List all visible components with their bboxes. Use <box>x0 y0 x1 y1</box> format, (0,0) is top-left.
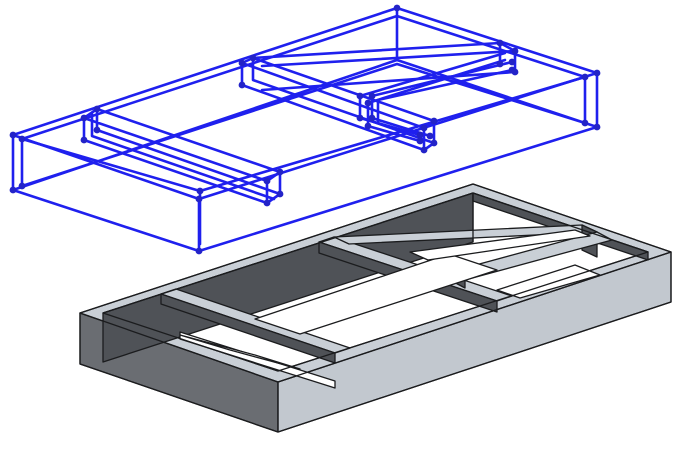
wire-vertex <box>356 114 364 122</box>
wire-vertex <box>368 114 376 122</box>
wire-vertex <box>430 117 438 125</box>
solid-hole-right-a <box>409 229 591 261</box>
wire-vertex <box>511 47 519 55</box>
wire-vertex <box>416 131 424 139</box>
wire-vertex <box>9 186 17 194</box>
wire-vertex <box>581 73 589 81</box>
wire-vertex <box>249 54 257 62</box>
wire-vertex <box>18 135 26 143</box>
wire-vertex <box>80 136 88 144</box>
wire-vertex <box>356 92 364 100</box>
wireframe-vertices <box>9 4 601 255</box>
wire-vertex <box>93 126 101 134</box>
wire-vertex <box>195 247 203 255</box>
wire-beam-left-inner <box>90 112 282 201</box>
wire-vertex <box>593 123 601 131</box>
wire-vertex <box>196 187 204 195</box>
solid-model <box>79 183 672 433</box>
wire-vertex <box>426 132 434 140</box>
wire-vertex <box>508 66 516 74</box>
wire-vertex <box>276 190 284 198</box>
wire-vertex <box>364 122 372 130</box>
solid-hole-center <box>254 253 498 335</box>
wire-vertex <box>9 131 17 139</box>
wire-vertex <box>430 139 438 147</box>
solid-hole-left <box>179 334 301 370</box>
wire-vertex <box>496 60 504 68</box>
wire-vertex <box>263 177 271 185</box>
wire-vertex <box>416 137 424 145</box>
wire-vertex <box>276 168 284 176</box>
wire-vertex <box>18 182 26 190</box>
wire-vertex <box>195 195 203 203</box>
wire-outer-top-outline <box>11 6 599 201</box>
wire-vertex <box>364 99 372 107</box>
wire-vertex <box>496 39 504 47</box>
wire-vertex <box>581 119 589 127</box>
wire-vertex <box>368 92 376 100</box>
wire-vertex <box>80 114 88 122</box>
wire-vertex <box>393 4 401 12</box>
wire-vertex <box>238 81 246 89</box>
solid-edges <box>79 183 672 433</box>
wire-vertex <box>238 59 246 67</box>
wire-vertex <box>93 105 101 113</box>
wire-vertex <box>508 58 516 66</box>
wire-vertex <box>263 199 271 207</box>
wire-beam-far-right <box>370 60 514 138</box>
wire-vertex <box>420 146 428 154</box>
wire-vertex <box>420 124 428 132</box>
wire-vertex <box>593 69 601 77</box>
